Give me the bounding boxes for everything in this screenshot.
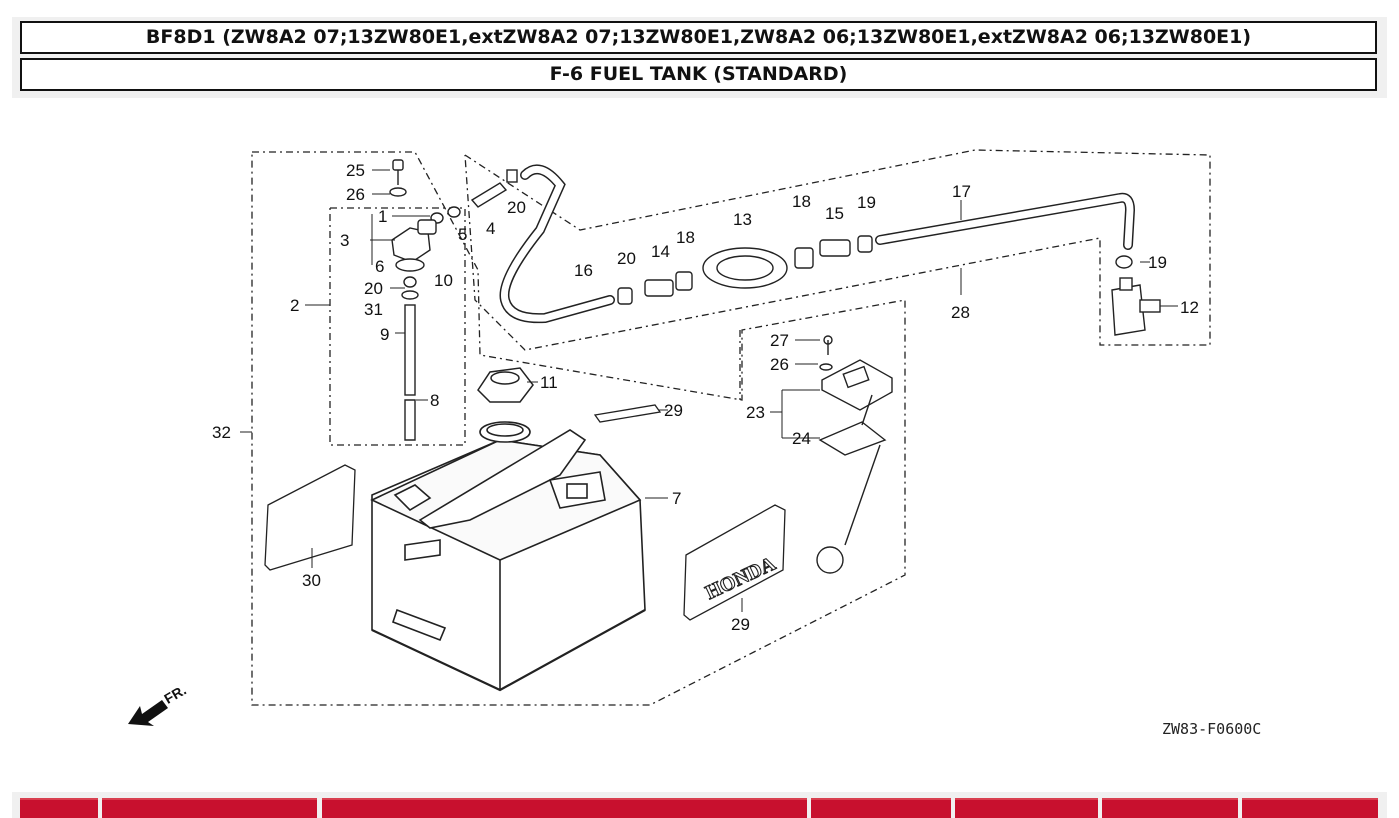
front-arrow-icon: FR. [128, 682, 189, 726]
callout-17: 17 [952, 182, 971, 201]
callout-31: 29 [731, 615, 750, 634]
callout-10: 10 [434, 271, 453, 290]
footer-button-5[interactable] [955, 798, 1098, 818]
footer-button-7[interactable] [1242, 798, 1378, 818]
footer-button-2[interactable] [102, 798, 317, 818]
callout-20-c: 20 [617, 249, 636, 268]
callout-5: 5 [458, 225, 467, 244]
fuel-tank [370, 421, 646, 692]
callout-9: 9 [380, 325, 389, 344]
footer-button-4[interactable] [811, 798, 951, 818]
svg-text:FR.: FR. [161, 682, 189, 707]
callout-2: 2 [290, 296, 299, 315]
callout-23: 25 [346, 161, 365, 180]
footer-button-1[interactable] [20, 798, 98, 818]
callout-20-a: 20 [507, 198, 526, 217]
callout-4: 4 [486, 219, 495, 238]
callout-26: 27 [770, 331, 789, 350]
callout-21: 23 [746, 403, 765, 422]
fuel-cap [477, 367, 534, 403]
callout-18-a: 18 [676, 228, 695, 247]
callout-22: 24 [792, 429, 811, 448]
callout-18-b: 18 [792, 192, 811, 211]
callout-25: 26 [770, 355, 789, 374]
callout-7: 7 [672, 489, 681, 508]
model-title: BF8D1 (ZW8A2 07;13ZW80E1,extZW8A2 07;13Z… [20, 21, 1377, 54]
callout-24: 26 [346, 185, 365, 204]
callout-labels: 25 26 1 3 6 5 4 20 10 20 31 2 9 8 32 11 … [212, 161, 1199, 634]
section-title: F-6 FUEL TANK (STANDARD) [20, 58, 1377, 91]
callout-14: 14 [651, 242, 670, 261]
callout-8: 8 [430, 391, 439, 410]
callout-1: 1 [378, 207, 387, 226]
parts-diagram: HONDA [128, 149, 1261, 738]
callout-20-b: 20 [364, 279, 383, 298]
callout-16: 16 [574, 261, 593, 280]
callout-30: 29 [664, 401, 683, 420]
diagram-code: ZW83-F0600C [1162, 720, 1261, 738]
callout-29: 32 [212, 423, 231, 442]
fuel-hose-assembly [470, 164, 1161, 336]
callout-28: 31 [364, 300, 383, 319]
callout-3: 3 [340, 231, 349, 250]
callout-12: 12 [1180, 298, 1199, 317]
footer-button-6[interactable] [1102, 798, 1238, 818]
honda-decal: HONDA [683, 504, 786, 621]
fuel-joint-assembly [389, 159, 461, 441]
callout-15: 15 [825, 204, 844, 223]
footer-button-3[interactable] [322, 798, 807, 818]
callout-6: 6 [375, 257, 384, 276]
callout-11: 11 [540, 373, 558, 392]
callout-13: 13 [733, 210, 752, 229]
callout-27: 28 [951, 303, 970, 322]
callout-19-b: 19 [1148, 253, 1167, 272]
callout-32: 30 [302, 571, 321, 590]
callout-19-a: 19 [857, 193, 876, 212]
fuel-gauge [816, 335, 893, 574]
